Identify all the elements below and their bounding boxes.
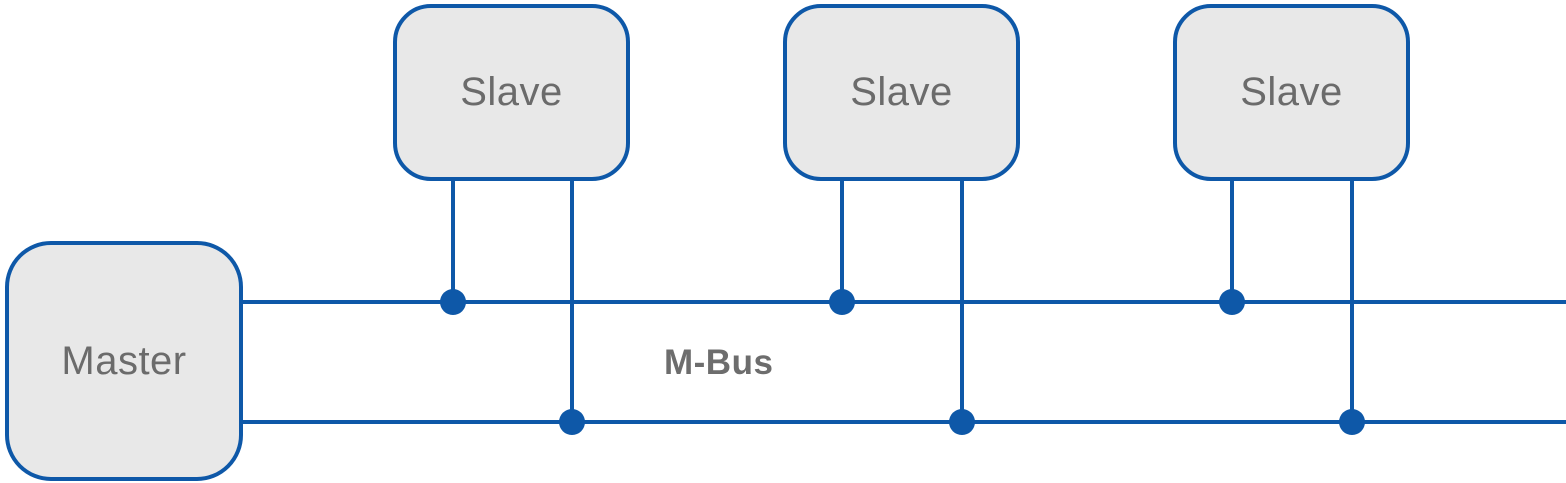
junction-dot-bottom-1 (559, 409, 585, 435)
bus-label: M-Bus (664, 343, 774, 382)
junction-dot-bottom-3 (1339, 409, 1365, 435)
slave-node-2: Slave (783, 4, 1020, 181)
junction-dot-top-2 (829, 289, 855, 315)
slave-3-label: Slave (1240, 70, 1343, 114)
junction-dot-bottom-2 (949, 409, 975, 435)
slave-node-3: Slave (1173, 4, 1410, 181)
junction-dot-top-1 (440, 289, 466, 315)
slave-1-label: Slave (460, 70, 563, 114)
slave-node-1: Slave (393, 4, 630, 181)
slave-2-label: Slave (850, 70, 953, 114)
master-label: Master (61, 338, 187, 383)
master-node: Master (5, 241, 243, 481)
junction-dot-top-3 (1219, 289, 1245, 315)
